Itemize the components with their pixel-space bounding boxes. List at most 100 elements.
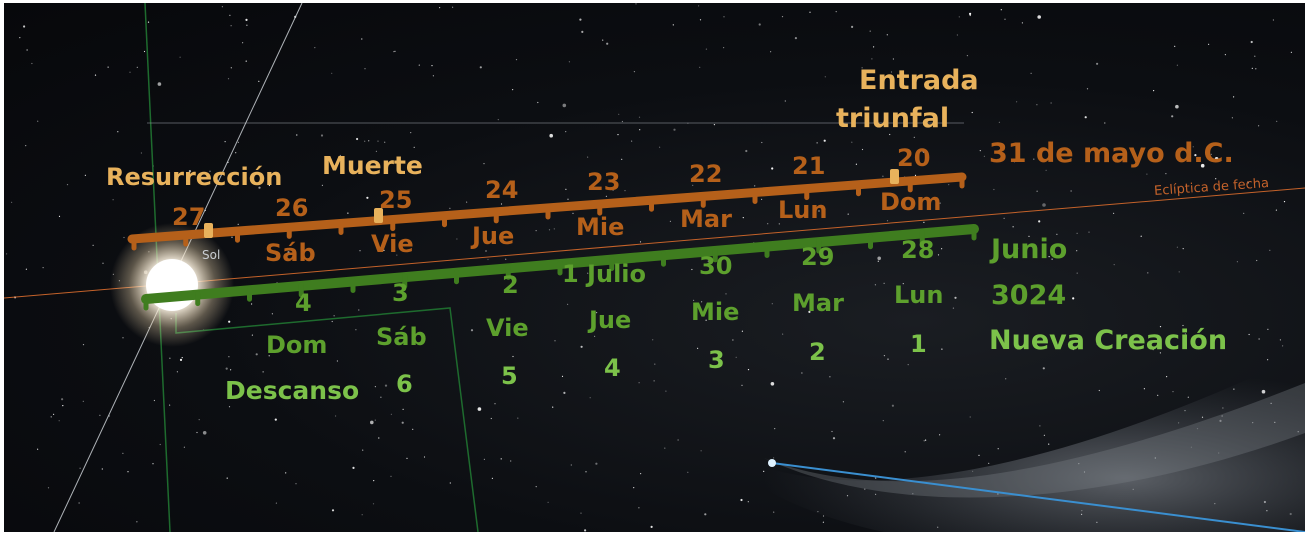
star [1282, 345, 1284, 347]
star [617, 134, 619, 136]
star [831, 430, 833, 433]
star [549, 133, 553, 138]
star [1043, 434, 1045, 436]
star [483, 163, 485, 165]
star [735, 356, 737, 358]
star [1254, 55, 1256, 57]
star [829, 376, 831, 378]
star [390, 475, 392, 477]
green-weekday-vie: Vie [486, 314, 529, 342]
star [941, 248, 943, 250]
star [1113, 264, 1115, 266]
star [394, 50, 396, 52]
star [157, 82, 162, 86]
star [535, 486, 537, 488]
star [23, 25, 26, 28]
star [477, 407, 482, 411]
star [700, 450, 702, 452]
star [725, 293, 727, 295]
orange-number-20: 20 [897, 144, 931, 172]
star [537, 101, 539, 104]
star [818, 210, 820, 212]
star [25, 145, 27, 147]
orange-number-24: 24 [485, 176, 519, 204]
star [370, 420, 374, 425]
star [596, 312, 598, 314]
star [638, 507, 640, 509]
date-label: 31 de mayo d.C. [989, 138, 1234, 169]
star [650, 525, 653, 529]
star [152, 463, 154, 465]
star [449, 482, 451, 484]
star [802, 214, 806, 217]
star [832, 437, 836, 440]
orange-number-26: 26 [275, 194, 309, 222]
green-weekday-lun: Lun [894, 281, 944, 309]
star [1178, 271, 1180, 273]
star [699, 19, 702, 21]
star [122, 452, 124, 454]
star [102, 262, 104, 264]
star [487, 258, 489, 261]
comet-tail [704, 353, 1305, 532]
star [406, 457, 408, 459]
star [275, 502, 277, 504]
star [771, 303, 773, 305]
star [355, 329, 357, 331]
star [886, 220, 889, 222]
star [639, 129, 641, 131]
star [1146, 173, 1148, 175]
star [515, 59, 518, 61]
star [1283, 201, 1286, 203]
star [384, 384, 388, 387]
star [1224, 54, 1226, 56]
star [401, 421, 404, 424]
star [246, 24, 248, 26]
star-chart: Sol Eclíptica de fecha Entrada triunfal … [4, 3, 1305, 532]
triumphal-entry-label-line2: triunfal [836, 103, 950, 134]
star [1276, 120, 1278, 122]
star [969, 416, 971, 418]
star [1210, 153, 1212, 155]
star [978, 454, 980, 456]
orange-number-23: 23 [587, 168, 621, 196]
day-count-1: 1 [910, 330, 927, 358]
star [1255, 68, 1257, 70]
death-label: Muerte [322, 151, 423, 180]
star [225, 367, 228, 370]
star [889, 133, 891, 136]
star [580, 345, 583, 348]
star [1056, 233, 1058, 235]
star [869, 30, 871, 32]
star [925, 439, 927, 441]
star [268, 184, 270, 187]
star [1184, 333, 1186, 335]
star [1175, 104, 1179, 109]
star [485, 250, 487, 252]
star [1045, 169, 1047, 171]
star [224, 141, 226, 143]
star [380, 396, 382, 398]
star [1084, 116, 1087, 119]
star [101, 468, 103, 470]
star [958, 16, 960, 18]
star [700, 219, 702, 221]
star [6, 253, 8, 255]
star [1036, 190, 1038, 192]
star [948, 184, 950, 186]
star [1233, 96, 1235, 98]
rest-label: Descanso [225, 376, 360, 405]
star [230, 369, 232, 371]
green-timeline-ticks [143, 225, 977, 311]
star [979, 150, 981, 152]
star [366, 196, 369, 199]
star [922, 150, 925, 153]
star [801, 372, 803, 374]
star [1159, 326, 1162, 328]
green-weekday-jue: Jue [589, 306, 632, 334]
day-count-4: 4 [604, 354, 621, 382]
star [1176, 246, 1178, 248]
green-weekday-sab: Sáb [376, 323, 427, 351]
star [1051, 258, 1053, 260]
star [624, 190, 626, 192]
